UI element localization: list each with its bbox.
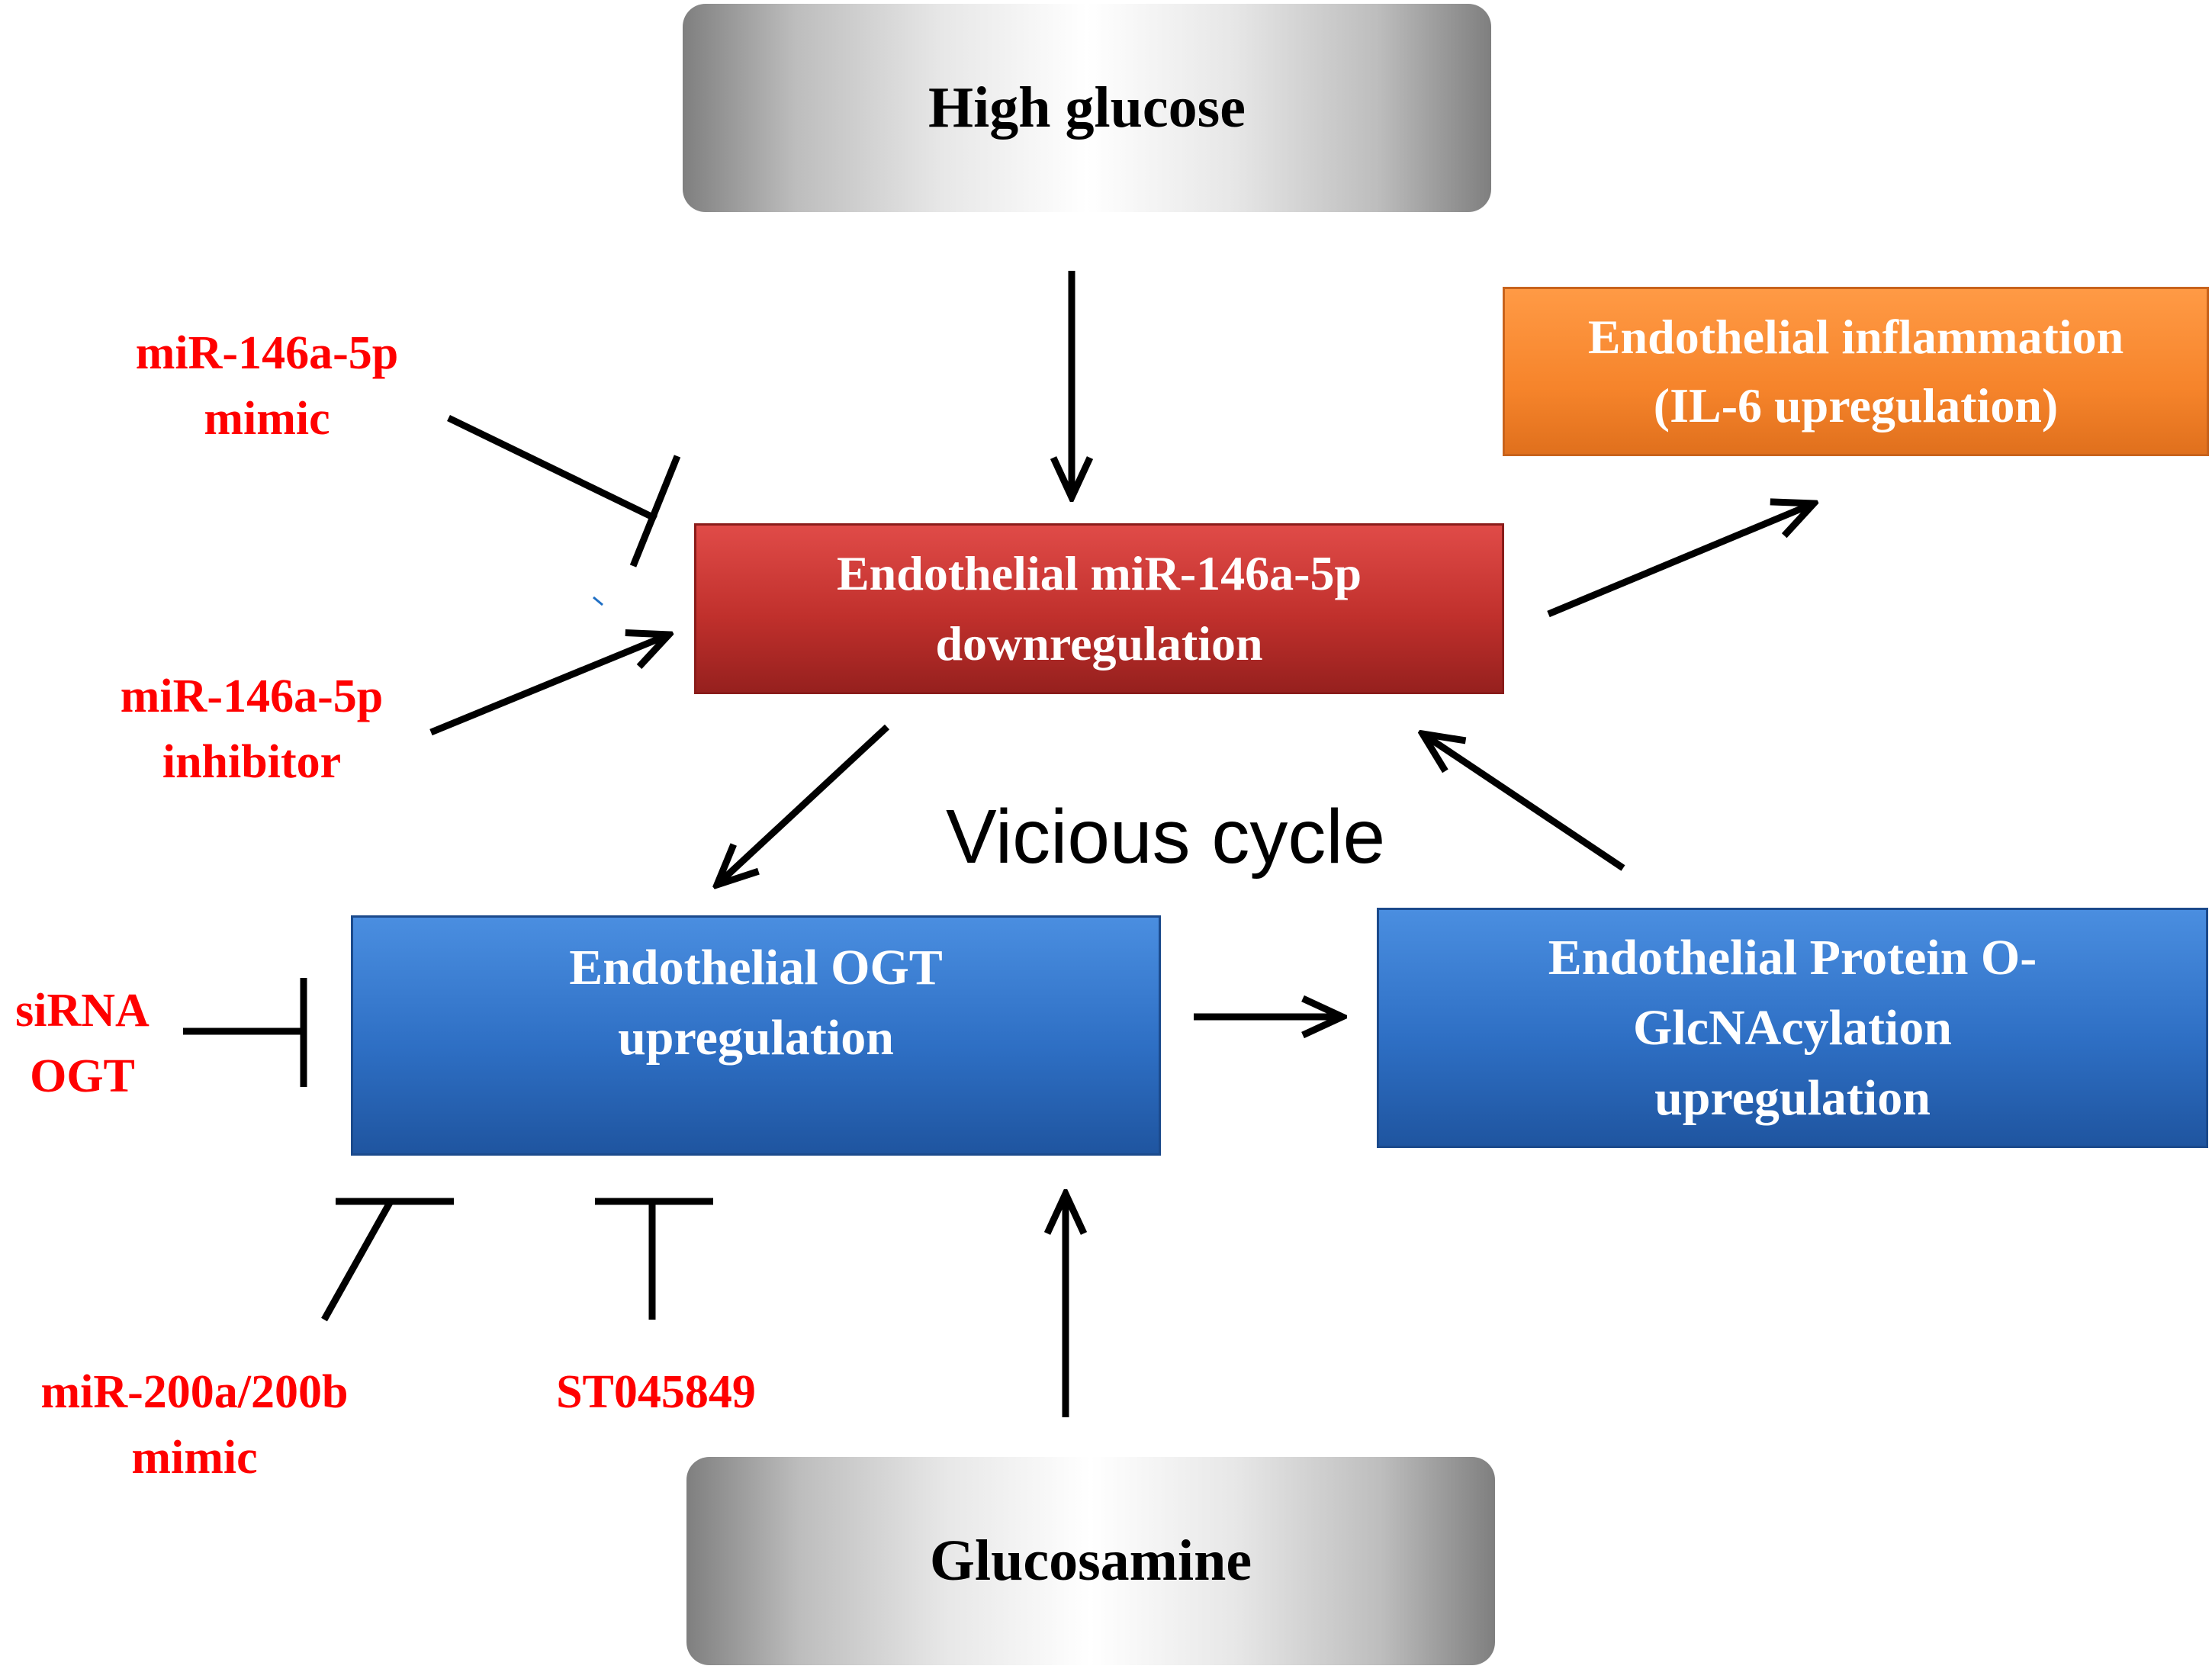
node-glcnac-upregulation: Endothelial Protein O- GlcNAcylation upr… (1377, 908, 2208, 1148)
edge-mir200-inhibits-ogt (321, 1199, 394, 1322)
node-mir146-line1: Endothelial miR-146a-5p (836, 546, 1362, 600)
node-mir146-downregulation: Endothelial miR-146a-5p downregulation (694, 523, 1504, 694)
edge-mimic-inhibits-mir146 (447, 414, 657, 523)
modulator-mir146-mimic-line1: miR-146a-5p (135, 327, 399, 379)
modulator-mir146-inhibitor-line2: inhibitor (162, 736, 342, 788)
node-inflammation-line1: Endothelial inflammation (1587, 310, 2124, 364)
modulator-mir146-mimic-line2: mimic (204, 393, 330, 445)
vicious-cycle-label: Vicious cycle (946, 794, 1386, 880)
edge-mir146-to-inflammation (1547, 503, 1814, 618)
node-ogt-line2: upregulation (618, 1010, 894, 1066)
node-mir146-line2: downregulation (935, 616, 1263, 670)
node-glcnac-line3: upregulation (1654, 1069, 1931, 1126)
node-ogt-upregulation: Endothelial OGT upregulation (351, 915, 1161, 1156)
node-inflammation-line2: (IL-6 upregulation) (1653, 378, 2059, 433)
edge-mimic-inhibition-bar (629, 455, 681, 568)
edge-glcnac-to-mir146 (1423, 734, 1625, 871)
modulator-mir200-mimic: miR-200a/200b mimic (4, 1359, 385, 1491)
modulator-sirna-ogt-line2: OGT (30, 1050, 135, 1102)
edge-inhibitor-to-mir146 (429, 635, 669, 736)
modulator-st045849: ST045849 (503, 1359, 809, 1425)
edge-mir146-to-ogt (717, 724, 890, 885)
modulator-sirna-ogt: siRNA OGT (0, 978, 165, 1109)
node-high-glucose: High glucose (683, 4, 1491, 212)
node-glcnac-line2: GlcNAcylation (1633, 999, 1952, 1056)
node-inflammation: Endothelial inflammation (IL-6 upregulat… (1503, 287, 2209, 456)
modulator-mir146-mimic: miR-146a-5p mimic (99, 320, 435, 452)
edge-stray-mark (593, 596, 603, 606)
node-glucosamine: Glucosamine (686, 1457, 1495, 1665)
modulator-mir146-inhibitor-line1: miR-146a-5p (120, 670, 384, 722)
node-ogt-line1: Endothelial OGT (569, 940, 943, 995)
node-high-glucose-label: High glucose (928, 76, 1246, 140)
modulator-sirna-ogt-line1: siRNA (15, 985, 150, 1037)
modulator-mir200-mimic-line2: mimic (131, 1432, 258, 1484)
node-glucosamine-label: Glucosamine (929, 1529, 1252, 1593)
modulator-mir146-inhibitor: miR-146a-5p inhibitor (84, 664, 420, 795)
modulator-mir200-mimic-line1: miR-200a/200b (40, 1366, 349, 1418)
modulator-st045849-label: ST045849 (556, 1366, 756, 1418)
node-glcnac-line1: Endothelial Protein O- (1548, 929, 2037, 986)
